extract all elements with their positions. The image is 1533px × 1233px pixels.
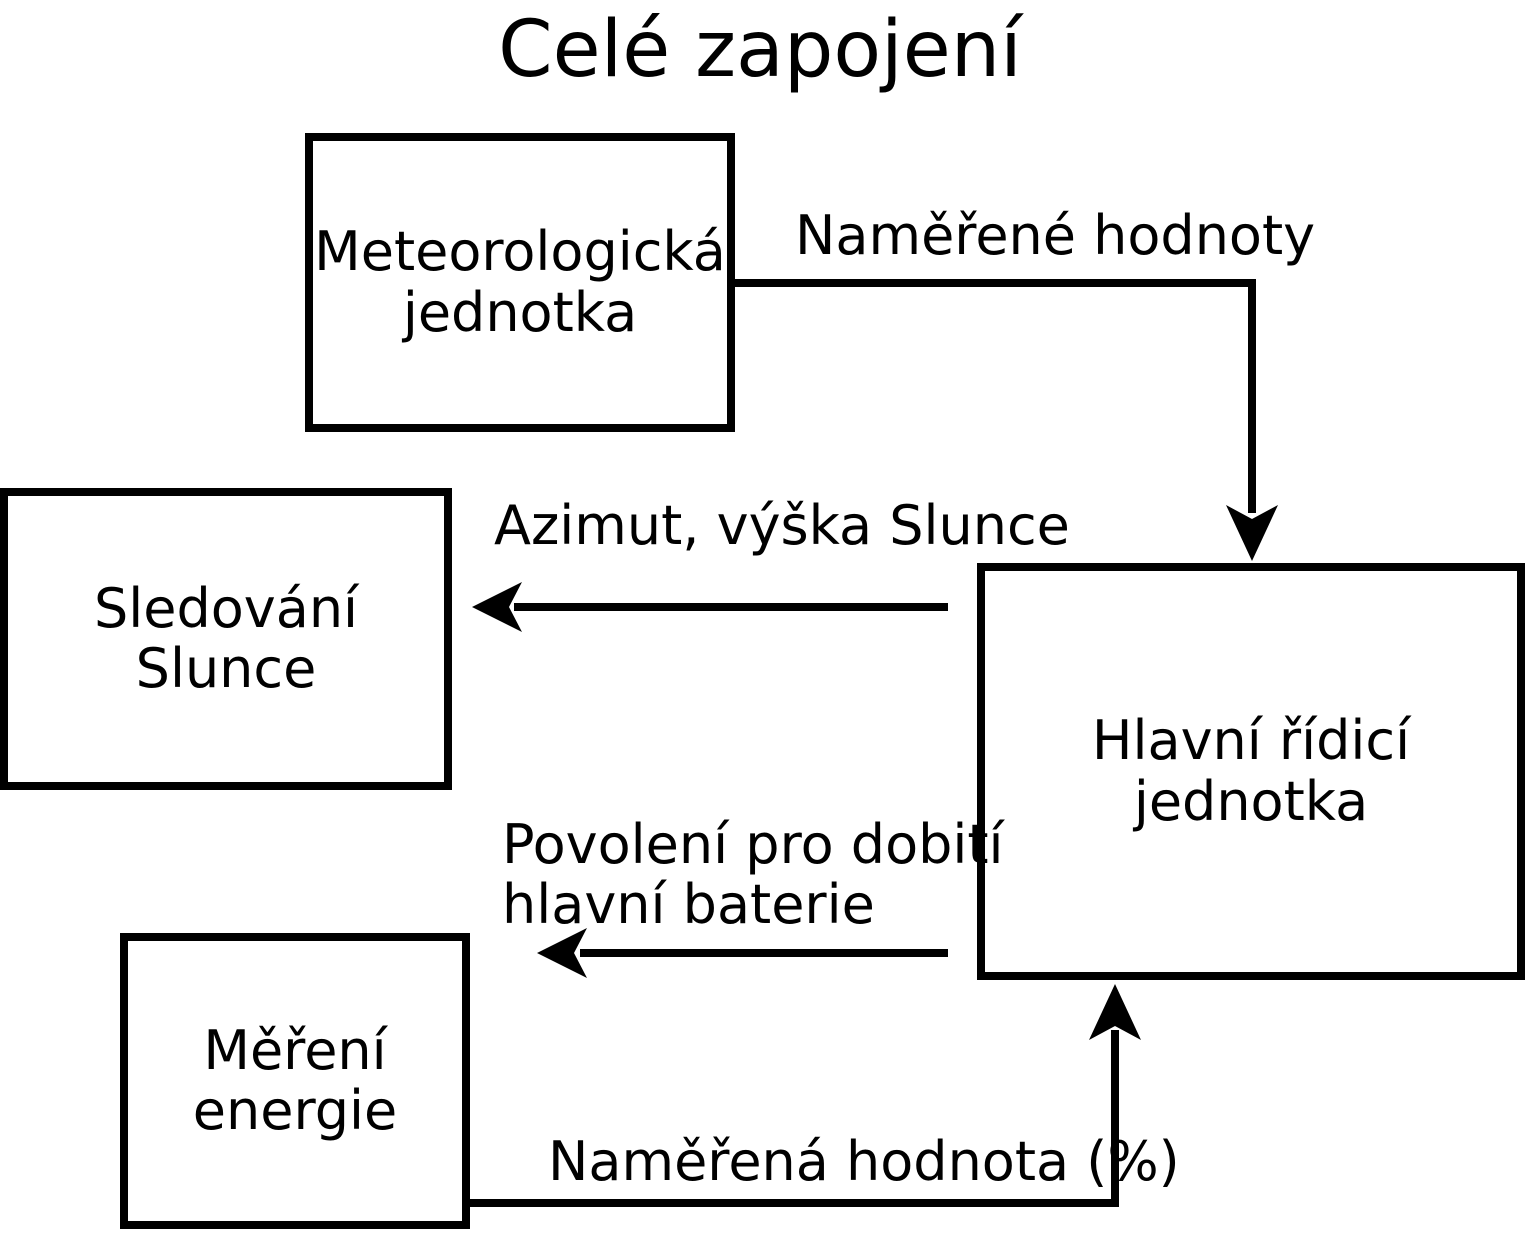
diagram-title: Celé zapojení	[498, 5, 1022, 95]
node-label-line: jednotka	[402, 280, 638, 344]
node-label-line: Hlavní řídicí jednotka	[1091, 709, 1411, 833]
node-sledovani-slunce: Sledování Slunce	[0, 488, 452, 790]
arrowhead-left-icon	[472, 582, 522, 632]
node-label-line: Slunce	[135, 637, 317, 700]
node-label-line: Sledování	[93, 576, 359, 640]
connector-hlavni-to-sledovani	[472, 582, 948, 632]
node-hlavni-ridici-jednotka: Hlavní řídicí jednotka	[977, 563, 1525, 980]
connector-mereni-to-hlavni	[470, 984, 1141, 1207]
edge-label-namerene-hodnoty: Naměřené hodnoty	[795, 204, 1316, 267]
node-label-line: Meteorologická	[314, 220, 726, 284]
arrowhead-up-icon	[1089, 984, 1141, 1040]
node-mereni-energie: Měření energie	[120, 933, 470, 1229]
node-label-line: energie	[192, 1079, 398, 1142]
edge-label-azimut-vyska-slunce: Azimut, výška Slunce	[494, 494, 1070, 557]
edge-label-line: Povolení pro dobití	[502, 813, 1004, 876]
node-label-line: Měření	[203, 1018, 387, 1082]
connector-hlavni-to-baterie	[537, 928, 948, 978]
arrowhead-left-icon	[537, 928, 587, 978]
edge-label-line: hlavní baterie	[502, 873, 875, 937]
edge-label-namerena-hodnota: Naměřená hodnota (%)	[548, 1130, 1180, 1193]
arrowhead-down-icon	[1226, 505, 1278, 561]
node-meteorologicka-jednotka: Meteorologická jednotka	[305, 133, 735, 432]
connector-meteo-to-hlavni	[735, 279, 1278, 561]
edge-label-povoleni-pro-dobiti: Povolení pro dobití hlavní baterie	[502, 813, 1004, 937]
